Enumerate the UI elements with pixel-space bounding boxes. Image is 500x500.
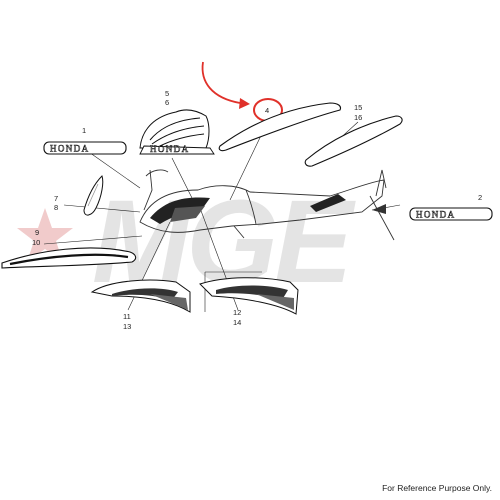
callout-4: 4 <box>265 106 269 115</box>
decal-side-graphic-right <box>199 277 299 315</box>
callout-7: 7 <box>54 194 58 203</box>
callout-14: 14 <box>233 318 241 327</box>
callout-13: 13 <box>123 322 131 331</box>
decal-lower-long-stripe <box>1 247 137 269</box>
callout-11: 11 <box>123 312 131 321</box>
decal-lower-long-stripe-band <box>9 253 129 266</box>
callout-9: 9 <box>35 228 39 237</box>
callout-10: 10 <box>32 238 40 247</box>
decal-rear-upper-stripe <box>304 115 403 167</box>
callout-2: 2 <box>478 193 482 202</box>
wing-emblem-text: HONDA <box>150 144 190 154</box>
callout-6: 6 <box>165 98 169 107</box>
callout-1: 1 <box>82 126 86 135</box>
decal-side-graphic-left <box>90 279 191 313</box>
watermark-star-icon <box>17 208 73 262</box>
callout-8: 8 <box>54 203 58 212</box>
motorcycle-body-stripes <box>150 194 386 224</box>
wing-emblem: HONDA <box>139 109 215 155</box>
callout-15: 15 <box>354 103 362 112</box>
honda-logo-right: HONDA <box>409 207 493 221</box>
highlight-arrow <box>201 61 250 109</box>
decal-shroud-stripe <box>218 102 342 152</box>
callout-5: 5 <box>165 89 169 98</box>
motorcycle-body <box>139 169 395 241</box>
honda-logo-left-text: HONDA <box>50 144 90 154</box>
reference-footnote: For Reference Purpose Only. <box>382 483 492 493</box>
callout-12: 12 <box>233 308 241 317</box>
callout-numbers: 1 2 4 5 6 7 8 9 10 11 12 13 14 15 16 <box>32 89 482 331</box>
decal-front-cowl-stripe-detail <box>87 183 99 207</box>
honda-logo-right-text: HONDA <box>416 210 456 220</box>
callout-16: 16 <box>354 113 362 122</box>
honda-logo-left: HONDA <box>43 141 127 155</box>
